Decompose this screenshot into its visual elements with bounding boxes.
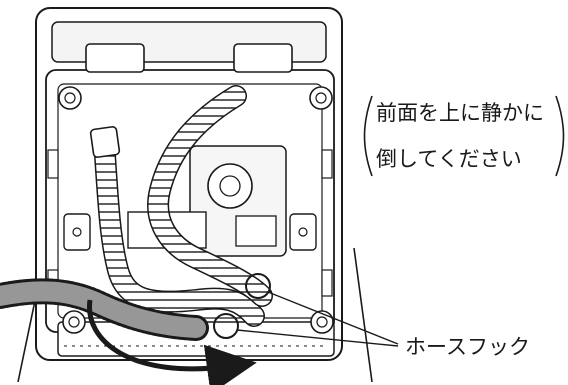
instruction-line-1: 前面を上に静かに	[376, 101, 544, 125]
instruction-bracket-left	[363, 95, 373, 177]
hook-circle-icon	[213, 313, 239, 339]
instruction-bracket-right	[555, 95, 565, 177]
hook-circle-icon	[245, 273, 271, 299]
drain-hose	[0, 85, 273, 341]
rotate-arrow-icon	[86, 299, 257, 385]
hose-hook-label: ホースフック	[405, 335, 530, 359]
callout-leaders	[236, 291, 399, 347]
instruction-line-2: 倒してください	[376, 147, 522, 171]
hose-hook-markers	[213, 273, 271, 339]
